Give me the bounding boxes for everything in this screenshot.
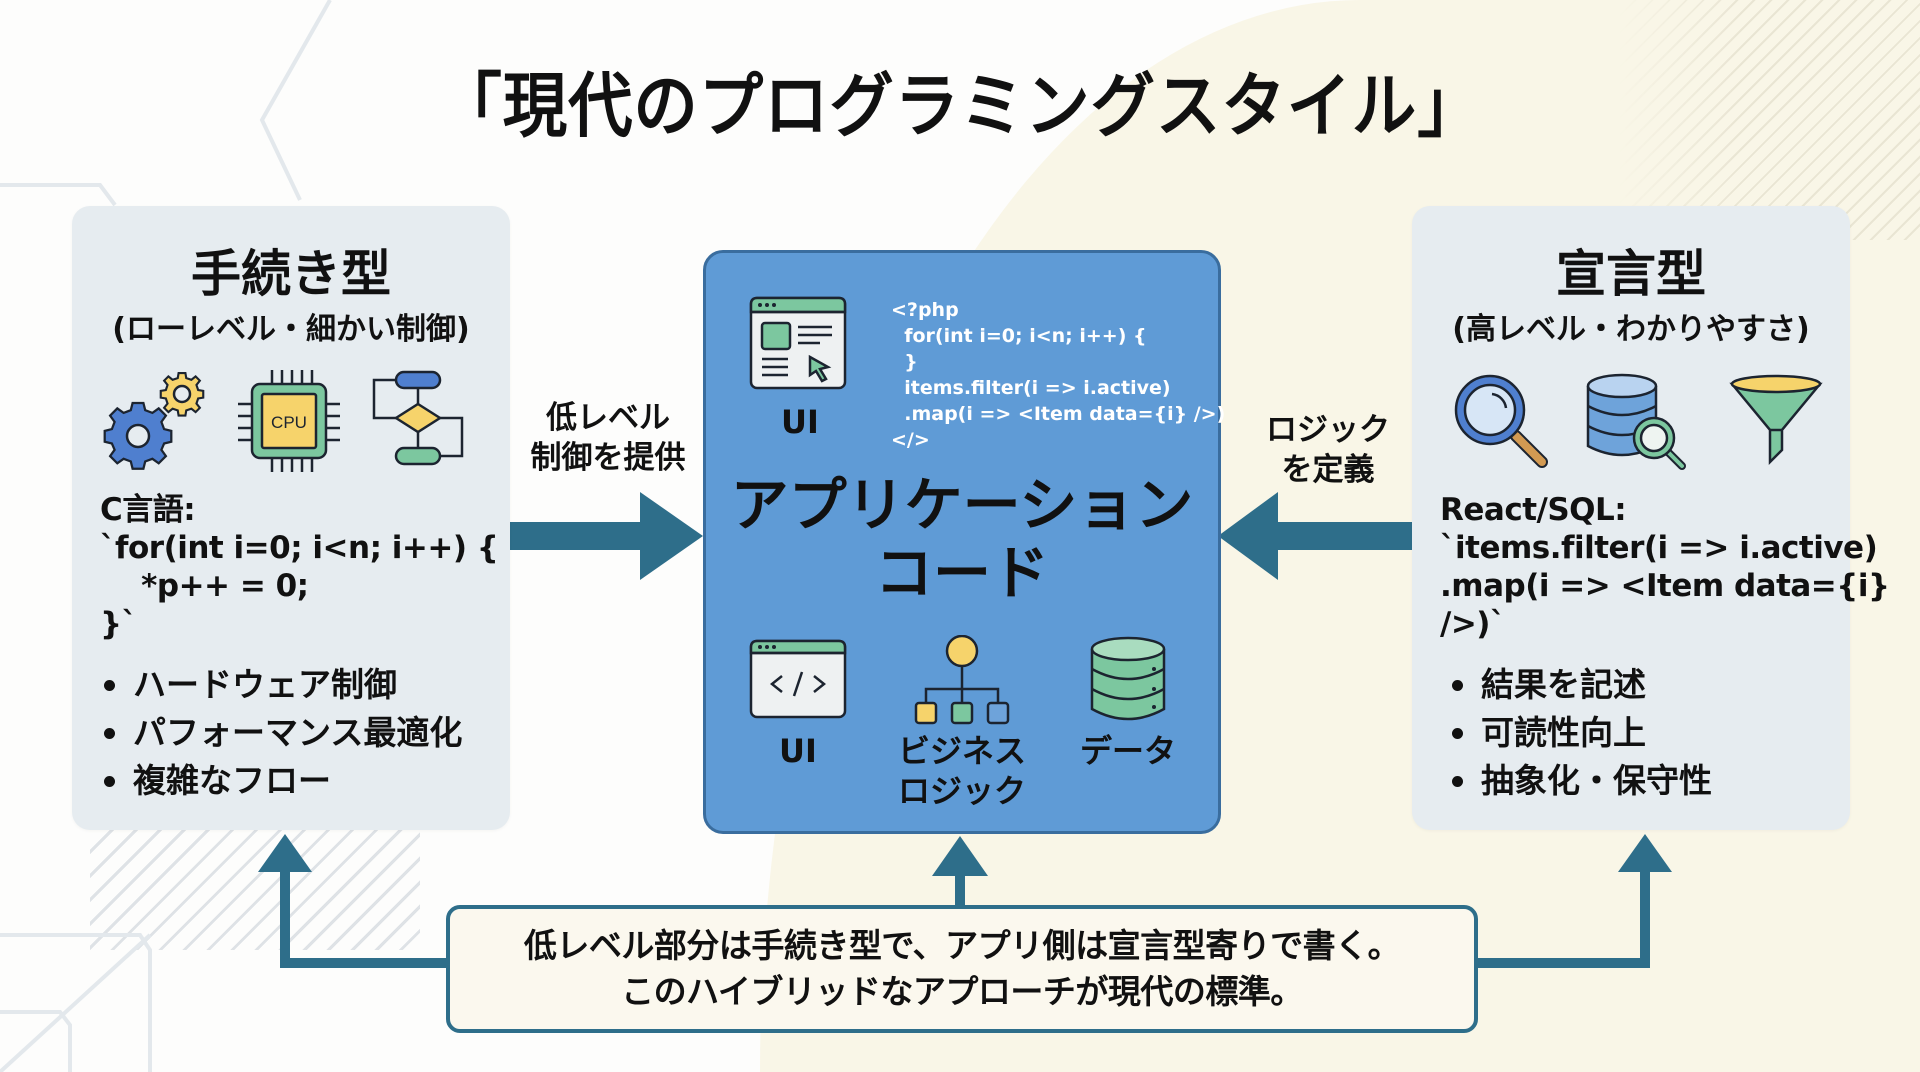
summary-line1: 低レベル部分は手続き型で、アプリ側は宣言型寄りで書く。 (523, 926, 1401, 965)
hierarchy-icon (914, 635, 1010, 725)
left-arrow-label-line2: 制御を提供 (530, 440, 686, 476)
code-line: items.filter(i => i.active) (891, 377, 1171, 399)
code-language-label: React/SQL: (1440, 492, 1627, 528)
database-search-icon (1586, 373, 1686, 470)
title-line2: コード (874, 539, 1049, 607)
bullet-item: 結果を記述 (1448, 661, 1712, 709)
bullet-text: 可読性向上 (1481, 713, 1646, 752)
application-code-panel: UI <?php for(int i=0; i<n; i++) { } item… (703, 250, 1225, 834)
code-line: />)` (1440, 606, 1505, 642)
component-label-business-logic: ビジネス ロジック (882, 731, 1042, 811)
cpu-label: CPU (271, 413, 307, 432)
note-to-right-vertical (1640, 868, 1650, 968)
note-to-center-vertical (955, 872, 965, 907)
center-code-snippet: <?php for(int i=0; i<n; i++) { } items.f… (891, 297, 1225, 453)
declarative-title: 宣言型 (1556, 245, 1706, 303)
bullet-item: 複雑なフロー (100, 757, 462, 805)
label-line2: ロジック (897, 772, 1026, 810)
cpu-icon: CPU (238, 370, 340, 472)
code-line: } (891, 351, 918, 373)
procedural-code-example: C言語:`for(int i=0; i<n; i++) { *p++ = 0;}… (100, 491, 499, 643)
procedural-subtitle: (ローレベル・細かい制御) (112, 312, 470, 347)
arrow-shaft-right-to-center (1278, 522, 1412, 550)
summary-note-box: 低レベル部分は手続き型で、アプリ側は宣言型寄りで書く。 このハイブリッドなアプロ… (446, 905, 1478, 1033)
note-to-left-horizontal (280, 958, 446, 968)
bullet-dot-icon (104, 679, 115, 691)
code-line: </> (891, 429, 930, 451)
database-icon (1090, 636, 1166, 721)
declarative-icons (1412, 366, 1850, 476)
funnel-icon (1729, 374, 1823, 466)
bullet-dot-icon (1452, 679, 1463, 691)
component-label-data: データ (1079, 732, 1176, 770)
arrowhead-up-left-panel (258, 834, 312, 872)
bullet-text: パフォーマンス最適化 (133, 713, 463, 752)
bullet-dot-icon (1452, 727, 1463, 739)
bullet-text: 結果を記述 (1481, 665, 1646, 704)
component-label-ui: UI (779, 732, 817, 770)
left-arrow-label-line1: 低レベル (546, 400, 670, 436)
bullet-dot-icon (104, 727, 115, 739)
declarative-bullet-list: 結果を記述 可読性向上 抽象化・保守性 (1448, 661, 1712, 805)
right-arrow-label: ロジック を定義 (1238, 410, 1418, 490)
arrowhead-up-center-panel (932, 836, 988, 876)
code-line: *p++ = 0; (100, 568, 309, 604)
bullet-item: パフォーマンス最適化 (100, 709, 462, 757)
bullet-item: ハードウェア制御 (100, 661, 462, 709)
right-arrow-label-line2: を定義 (1281, 452, 1375, 488)
ui-window-icon (749, 296, 847, 390)
note-to-right-horizontal (1470, 958, 1650, 968)
bullet-text: 複雑なフロー (133, 761, 331, 800)
page-title: 「現代のプログラミングスタイル」 (437, 65, 1483, 147)
gears-icon (103, 371, 205, 470)
ui-label-top: UI (781, 403, 819, 441)
title-line1: アプリケーション (730, 471, 1194, 539)
background-stripes-top-right (1620, 0, 1920, 240)
note-to-left-vertical (280, 868, 290, 968)
label-line1: ビジネス (897, 732, 1026, 770)
bullet-text: 抽象化・保守性 (1481, 761, 1712, 800)
bullet-item: 可読性向上 (1448, 709, 1712, 757)
magnifier-icon (1454, 374, 1548, 468)
background-stripes-bottom-left (90, 830, 420, 950)
code-line: }` (100, 606, 137, 642)
arrowhead-left-to-center (640, 492, 703, 580)
procedural-bullet-list: ハードウェア制御 パフォーマンス最適化 複雑なフロー (100, 661, 462, 805)
code-line: `items.filter(i => i.active) (1440, 530, 1878, 566)
arrowhead-right-to-center (1218, 492, 1278, 580)
flowchart-icon (372, 370, 464, 466)
code-language-label: C言語: (100, 492, 196, 528)
declarative-subtitle: (高レベル・わかりやすさ) (1452, 312, 1810, 347)
left-arrow-label: 低レベル 制御を提供 (518, 398, 698, 478)
application-code-title: アプリケーション コード (706, 471, 1218, 607)
right-arrow-label-line1: ロジック (1266, 412, 1390, 448)
declarative-code-example: React/SQL:`items.filter(i => i.active).m… (1440, 491, 1890, 643)
summary-line2: このハイブリッドなアプローチが現代の標準。 (621, 972, 1303, 1011)
code-line: <?php (891, 299, 959, 321)
code-line: `for(int i=0; i<n; i++) { (100, 530, 499, 566)
code-line: for(int i=0; i<n; i++) { (891, 325, 1147, 347)
procedural-panel: 手続き型 (ローレベル・細かい制御) (72, 206, 510, 830)
bullet-item: 抽象化・保守性 (1448, 757, 1712, 805)
procedural-icons: CPU (72, 366, 510, 476)
bullet-dot-icon (104, 775, 115, 787)
arrowhead-up-right-panel (1618, 834, 1672, 872)
declarative-panel: 宣言型 (高レベル・わかりやすさ) (1412, 206, 1890, 830)
code-window-icon (749, 639, 847, 719)
code-line: .map(i => <Item data={i} (1440, 568, 1890, 604)
bullet-dot-icon (1452, 775, 1463, 787)
arrow-shaft-left-to-center (510, 522, 640, 550)
code-line: .map(i => <Item data={i} />) (891, 403, 1226, 425)
procedural-title: 手続き型 (191, 245, 391, 303)
bullet-text: ハードウェア制御 (133, 665, 397, 704)
